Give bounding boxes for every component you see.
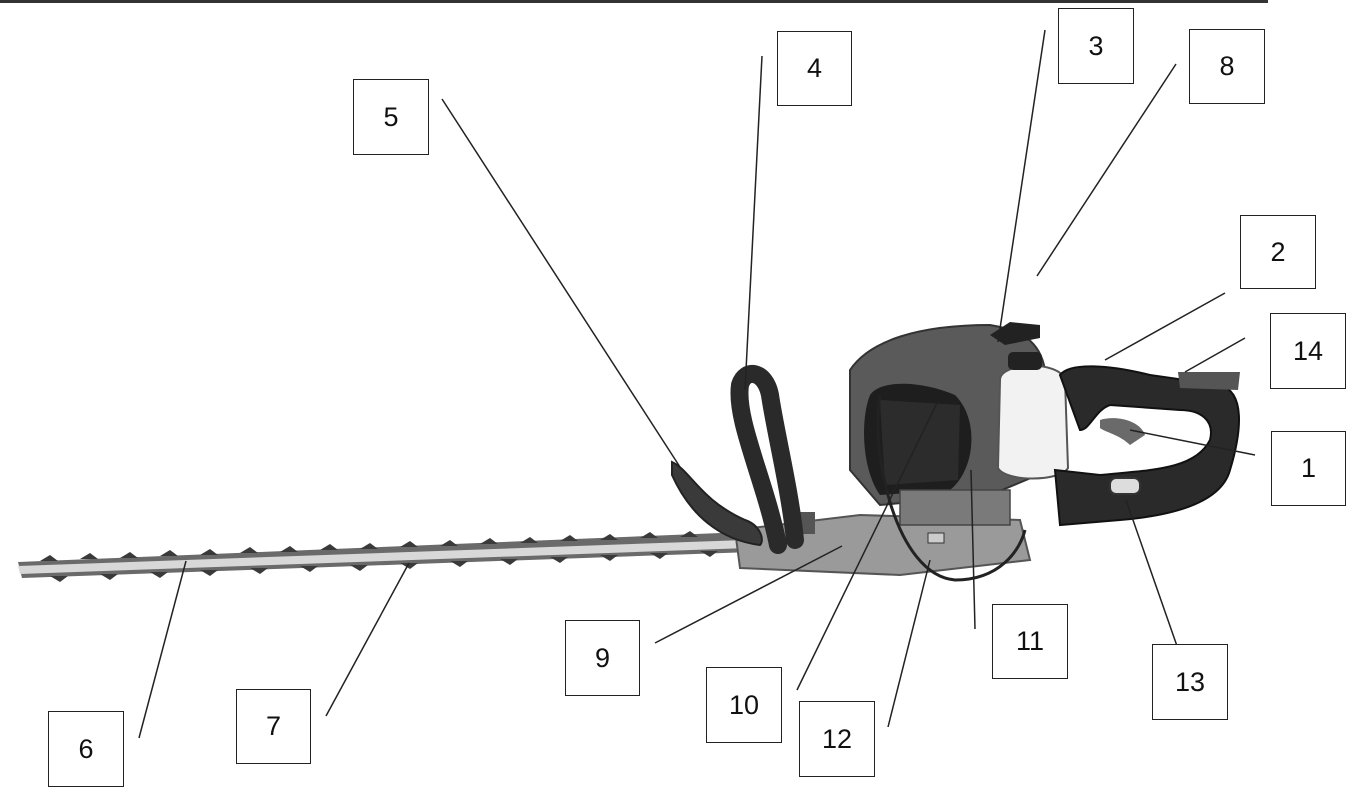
hand-guard (671, 460, 763, 547)
callout-label: 14 (1292, 335, 1324, 366)
fuel-tank (996, 364, 1070, 480)
callout-label: 1 (1300, 453, 1317, 483)
leader-lines (138, 29, 1256, 739)
callout-14: 14 (1270, 313, 1346, 389)
callout-label: 6 (78, 733, 94, 764)
callout-4: 4 (777, 31, 852, 106)
callout-label: 9 (594, 642, 611, 673)
front-handle (730, 365, 804, 554)
choke-lever (927, 532, 945, 544)
callout-label: 10 (728, 689, 760, 720)
callout-5: 5 (353, 79, 429, 155)
callout-8: 8 (1189, 29, 1265, 104)
callout-3: 3 (1058, 8, 1134, 84)
callout-9: 9 (565, 620, 640, 696)
top-rule (0, 0, 1268, 3)
callout-7: 7 (236, 689, 311, 764)
callout-label: 3 (1088, 30, 1104, 61)
callout-label: 2 (1270, 236, 1286, 267)
callout-13: 13 (1152, 644, 1228, 720)
fuel-cap (1008, 352, 1042, 370)
gear-housing (733, 512, 1032, 577)
callout-label: 4 (806, 53, 823, 83)
callout-11: 11 (992, 604, 1068, 679)
stop-switch (1109, 477, 1141, 495)
callout-1: 1 (1271, 431, 1346, 506)
starter-wire (876, 394, 1027, 582)
callout-10: 10 (706, 667, 782, 743)
callout-label: 5 (383, 101, 399, 132)
callout-label: 7 (265, 711, 282, 741)
callout-6: 6 (48, 711, 124, 787)
callout-label: 11 (1015, 626, 1045, 656)
callout-label: 12 (821, 723, 853, 754)
callout-12: 12 (799, 701, 875, 777)
throttle-lock (1178, 372, 1240, 390)
throttle-trigger (1100, 418, 1145, 445)
callout-label: 13 (1174, 666, 1206, 697)
cutter-blade (18, 531, 752, 582)
callout-label: 8 (1219, 51, 1235, 81)
callout-2: 2 (1240, 215, 1316, 289)
